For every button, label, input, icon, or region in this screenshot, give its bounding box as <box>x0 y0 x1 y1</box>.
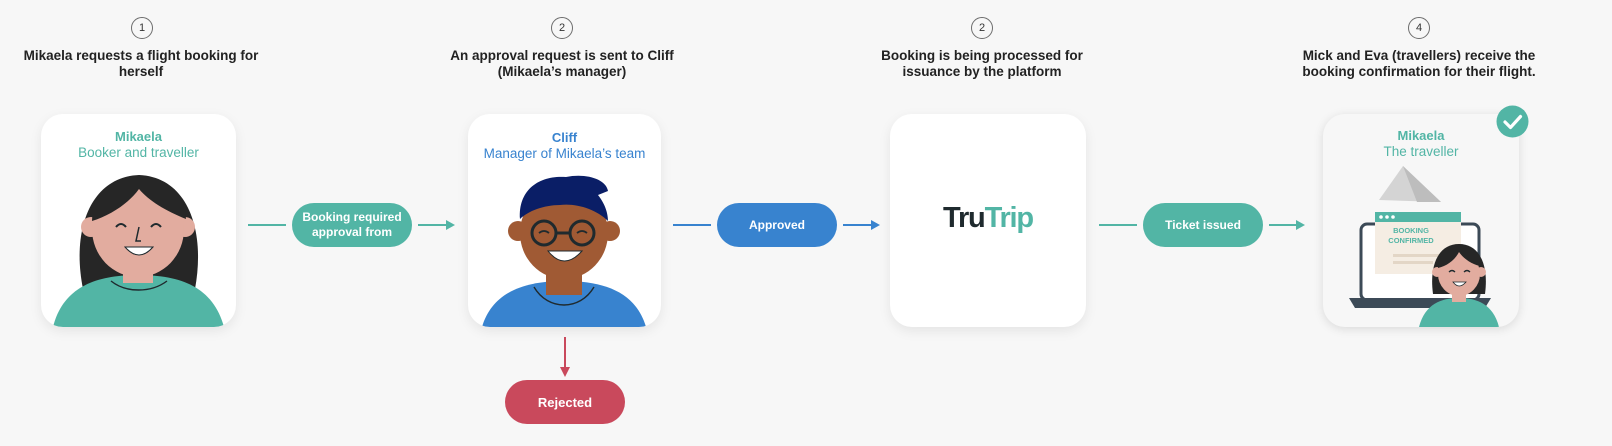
platform-card: TruTrip <box>890 114 1086 327</box>
screen-text-line-1: BOOKING <box>1393 226 1429 235</box>
arrow-right-icon <box>871 220 880 230</box>
step-2-title: An approval request is sent to Cliff (Mi… <box>450 48 674 79</box>
manager-avatar-illustration <box>482 175 646 327</box>
manager-card: Cliff Manager of Mikaela’s team <box>468 114 661 327</box>
arrow-right-icon <box>446 220 455 230</box>
rejected-pill: Rejected <box>505 380 625 424</box>
booker-card: Mikaela Booker and traveller <box>41 114 236 327</box>
approval-required-pill: Booking required approval from <box>292 203 412 247</box>
trutrip-logo: TruTrip <box>890 202 1086 235</box>
step-4-title: Mick and Eva (travellers) receive the bo… <box>1302 48 1536 79</box>
step-4-number: 4 <box>1408 17 1430 39</box>
logo-part-tru: Tru <box>943 202 986 234</box>
connector-rejected-line <box>560 337 570 377</box>
booker-role: Booker and traveller <box>78 145 199 160</box>
manager-role: Manager of Mikaela’s team <box>483 146 646 161</box>
booker-name: Mikaela <box>115 129 162 144</box>
connector-3-lines <box>1099 220 1305 230</box>
approved-pill: Approved <box>717 203 837 247</box>
traveller-card: Mikaela The traveller BOOKING CONFIRMED <box>1323 114 1519 327</box>
step-3-number: 2 <box>971 17 993 39</box>
connector-2-lines <box>673 220 880 230</box>
connector-1-lines <box>248 220 455 230</box>
booker-avatar-illustration <box>53 175 224 327</box>
step-1-number: 1 <box>131 17 153 39</box>
manager-name: Cliff <box>551 130 578 145</box>
screen-text-line-2: CONFIRMED <box>1388 236 1434 245</box>
step-1-title: Mikaela requests a flight booking for he… <box>23 48 259 79</box>
step-2-number: 2 <box>551 17 573 39</box>
arrow-right-icon <box>1296 220 1305 230</box>
traveller-role: The traveller <box>1383 144 1459 159</box>
traveller-avatar-illustration <box>1419 244 1499 327</box>
check-icon <box>1496 105 1529 138</box>
logo-part-trip: Trip <box>984 202 1035 234</box>
step-3-title: Booking is being processed for issuance … <box>881 48 1083 79</box>
traveller-name: Mikaela <box>1397 128 1445 143</box>
arrow-down-icon <box>560 367 570 377</box>
booking-confirmed-screen-text: BOOKING CONFIRMED <box>1371 226 1451 246</box>
ticket-issued-pill: Ticket issued <box>1143 203 1263 247</box>
